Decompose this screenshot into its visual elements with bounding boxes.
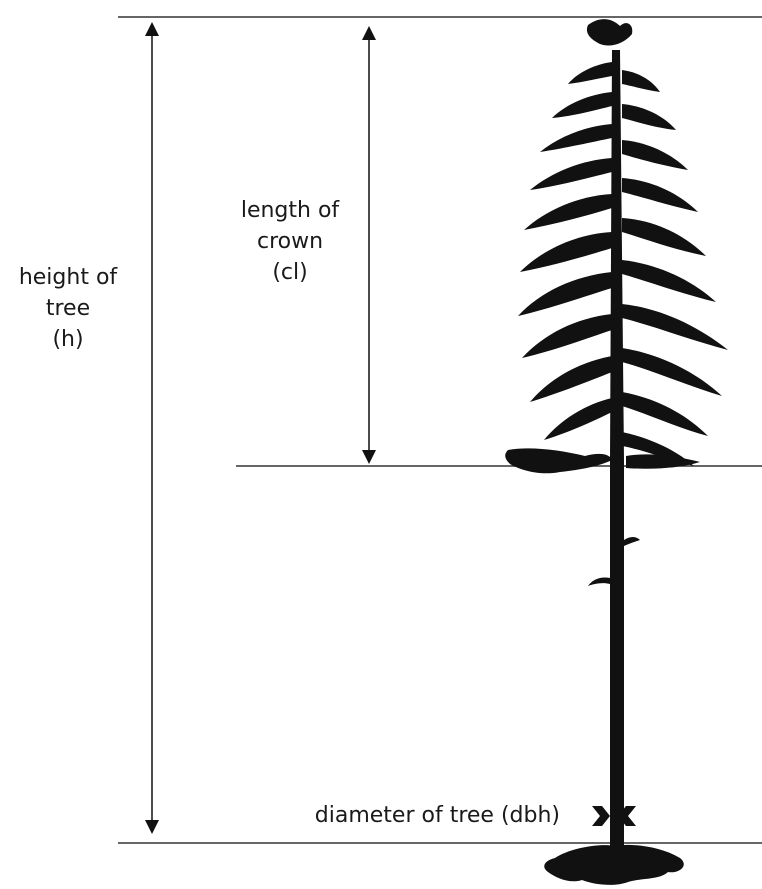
height-label-line-3: (h) bbox=[2, 324, 134, 355]
height-label: height of tree (h) bbox=[2, 262, 134, 355]
tree-silhouette bbox=[505, 19, 728, 885]
crown-label-line-3: (cl) bbox=[215, 257, 365, 288]
height-label-line-2: tree bbox=[2, 293, 134, 324]
crown-length-label: length of crown (cl) bbox=[215, 195, 365, 288]
height-label-line-1: height of bbox=[2, 262, 134, 293]
height-arrow bbox=[145, 22, 159, 834]
crown-label-line-1: length of bbox=[215, 195, 365, 226]
tree-roots bbox=[544, 845, 684, 885]
crown-label-line-2: crown bbox=[215, 226, 365, 257]
tree-trunk bbox=[610, 50, 624, 848]
dbh-right-chevron-icon bbox=[592, 806, 610, 826]
diameter-label: diameter of tree (dbh) bbox=[300, 800, 560, 831]
